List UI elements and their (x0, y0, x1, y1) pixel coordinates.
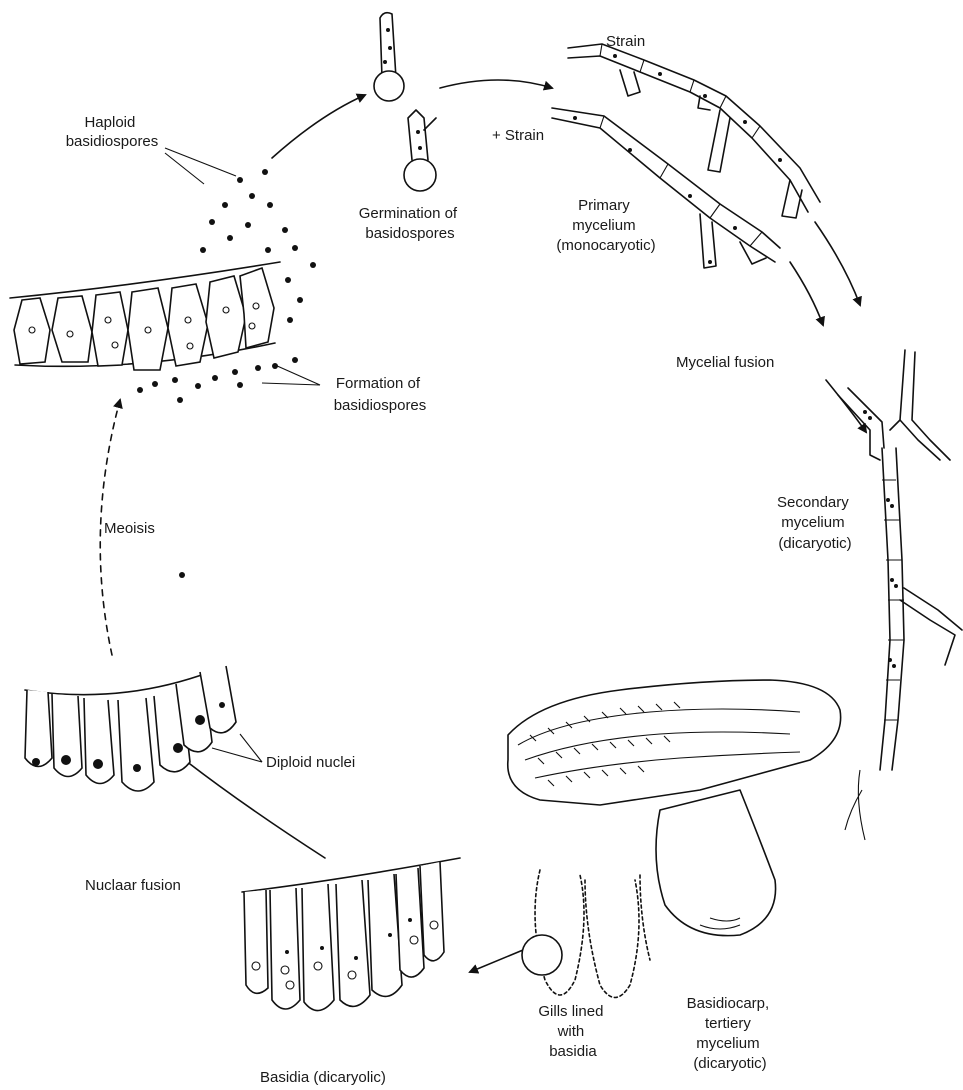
basidiocarp-mushroom (508, 680, 865, 936)
basidiospore-layer (10, 262, 280, 370)
arrow-fusion-to-secondary (826, 380, 866, 432)
germinating-spore-1 (374, 13, 404, 101)
cycle-arrows (100, 80, 866, 972)
label-diploid-nuclei: Diploid nuclei (266, 754, 355, 771)
leader-lines (165, 148, 320, 762)
arrow-spores-to-germination (272, 95, 365, 158)
label-secondary-mycelium: Secondary mycelium (dicaryotic) (777, 494, 853, 552)
diploid-basidia (25, 666, 236, 791)
arrow-plus-strain-to-fusion (790, 262, 823, 325)
label-germination: Germination of basidospores (359, 205, 462, 242)
arrow-strain-to-fusion (815, 222, 860, 305)
label-nuclear-fusion: Nuclaar fusion (85, 877, 181, 894)
label-haploid-basidiospores: Haploid basidiospores (66, 114, 159, 150)
label-gills: Gills lined with basidia (538, 1003, 607, 1060)
label-mycelial-fusion: Mycelial fusion (676, 354, 774, 371)
minus-strain-hypha (568, 44, 820, 218)
label-formation-basidiospores: Formation of basidiospores (334, 375, 427, 414)
label-basidiocarp: Basidiocarp, tertiery mycelium (dicaryot… (687, 995, 774, 1072)
germinating-spore-2 (404, 110, 436, 191)
label-strain-plus: + Strain (492, 127, 544, 144)
gill-chains (522, 870, 650, 998)
label-strain-minus: Strain (606, 33, 645, 50)
secondary-mycelium (838, 350, 962, 770)
arrow-gill-to-basidia (470, 950, 523, 972)
label-basidia-dicaryotic: Basidia (dicaryolic) (260, 1069, 386, 1086)
basidia-dicaryotic (242, 858, 460, 1011)
arrow-germination-to-strain (440, 80, 552, 88)
labels: Haploid basidiospores Germination of bas… (66, 33, 853, 1086)
label-meiosis: Meoisis (104, 520, 155, 537)
label-primary-mycelium: Primary mycelium (monocaryotic) (556, 197, 655, 254)
